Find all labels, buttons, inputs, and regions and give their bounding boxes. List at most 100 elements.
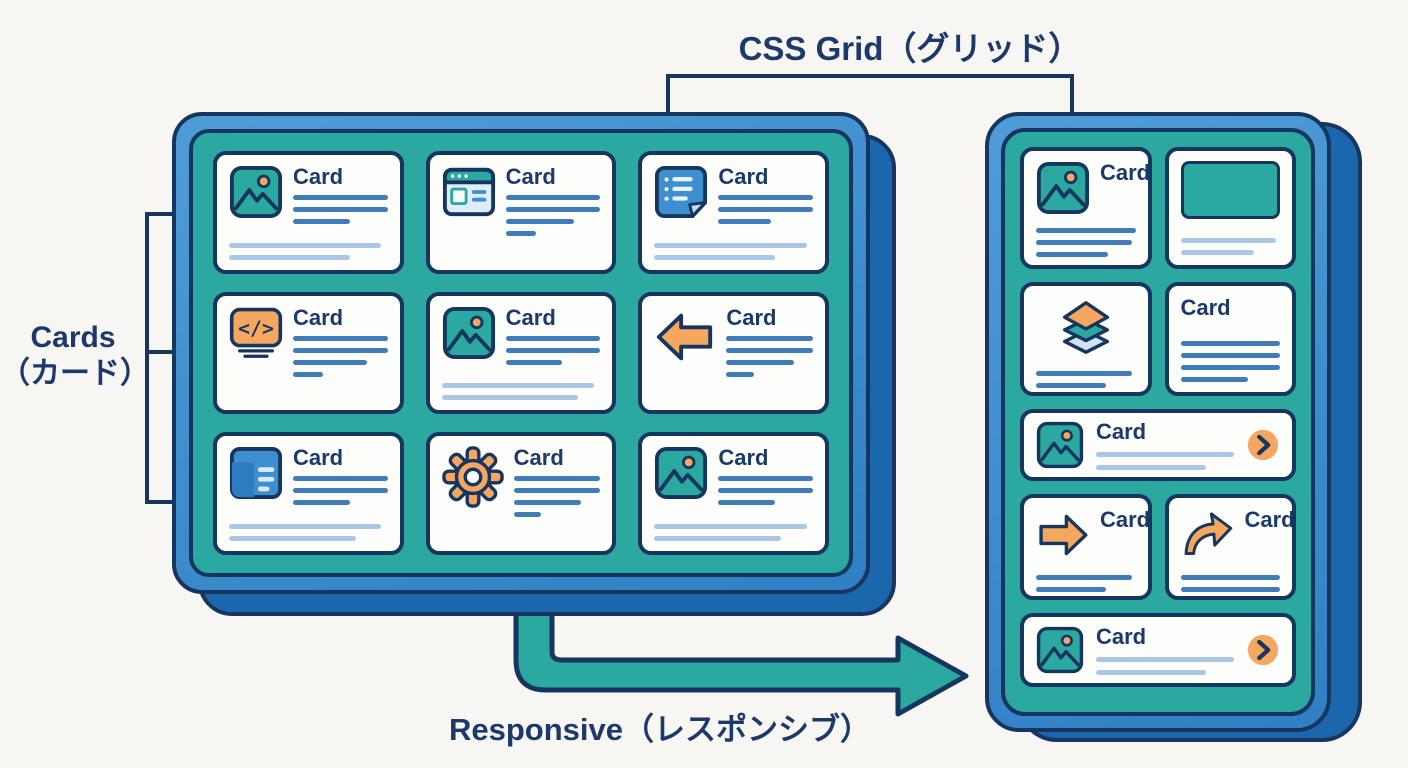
- text-line-placeholder: [726, 371, 755, 377]
- card: </> Card: [213, 291, 404, 415]
- text-line-placeholder: [1036, 383, 1106, 388]
- card: Card: [1020, 494, 1152, 600]
- card-title: Card: [718, 445, 769, 471]
- gear-icon: [441, 446, 504, 509]
- text-line-placeholder: [726, 347, 813, 353]
- text-line-placeholder: [1180, 250, 1255, 255]
- card: Card: [638, 151, 829, 274]
- grid-bracket-left-drop: [666, 74, 670, 118]
- chevron-circle-icon: [1246, 428, 1280, 462]
- text-line-placeholder: [1036, 240, 1132, 245]
- text-line-placeholder: [718, 219, 772, 225]
- image-icon: [1036, 421, 1084, 469]
- cards-label: Cards （カード）: [0, 320, 150, 392]
- text-line-placeholder: [1180, 365, 1280, 370]
- card: Card: [638, 291, 829, 415]
- chevron-circle-icon: [1246, 633, 1280, 667]
- text-line-placeholder: [513, 488, 601, 494]
- card: Card: [213, 432, 404, 555]
- image-icon: [654, 446, 708, 500]
- text-line-placeholder: [718, 488, 813, 494]
- text-line-placeholder: [293, 219, 350, 225]
- note-icon: [654, 165, 708, 219]
- text-line-placeholder: [1036, 228, 1136, 233]
- card: Card: [1020, 409, 1296, 481]
- card-title: Card: [1096, 624, 1147, 650]
- card-title: Card: [293, 164, 344, 189]
- arrow-curved-icon: [1181, 508, 1235, 562]
- text-line-placeholder: [726, 359, 794, 365]
- text-line-placeholder: [293, 488, 388, 494]
- text-line-placeholder: [513, 500, 582, 506]
- arrow-left-icon: [654, 306, 716, 368]
- cards-label-line2: （カード）: [0, 357, 150, 390]
- text-line-placeholder: [505, 219, 574, 225]
- text-line-placeholder: [293, 347, 388, 353]
- card-title: Card: [1096, 419, 1147, 445]
- cards-bracket-tick-bottom: [145, 500, 177, 504]
- text-line-placeholder: [654, 242, 807, 248]
- text-line-placeholder: [293, 371, 324, 377]
- cards-bracket-tick-middle: [145, 350, 177, 354]
- card-title: Card: [718, 164, 769, 189]
- card-title: Card: [293, 445, 344, 471]
- text-line-placeholder: [229, 523, 382, 529]
- text-line-placeholder: [505, 347, 601, 353]
- text-line-placeholder: [1036, 252, 1108, 257]
- card: Card: [213, 151, 404, 274]
- image-icon: [1036, 626, 1084, 674]
- card-title: Card: [1100, 160, 1151, 185]
- cards-bracket-tick-top: [145, 212, 177, 216]
- text-line-placeholder: [229, 535, 356, 541]
- card: Card: [1020, 147, 1152, 269]
- cards-label-line1: Cards: [30, 321, 116, 354]
- layers-icon: [1055, 296, 1117, 358]
- text-line-placeholder: [726, 335, 813, 341]
- text-line-placeholder: [718, 195, 813, 201]
- text-line-placeholder: [1180, 353, 1280, 358]
- text-line-placeholder: [293, 207, 388, 213]
- text-line-placeholder: [1180, 238, 1277, 243]
- text-line-placeholder: [293, 476, 388, 482]
- text-line-placeholder: [505, 207, 601, 213]
- card-title: Card: [1100, 507, 1151, 532]
- card-title: Card: [293, 304, 344, 330]
- text-line-placeholder: [1096, 464, 1207, 470]
- card-title: Card: [505, 304, 556, 330]
- text-line-placeholder: [293, 195, 388, 201]
- text-line-placeholder: [718, 476, 813, 482]
- card-title: Card: [726, 304, 777, 330]
- responsive-label: Responsive（レスポンシブ）: [448, 712, 871, 747]
- text-line-placeholder: [513, 476, 601, 482]
- text-line-placeholder: [293, 500, 350, 506]
- card: Card: [638, 432, 829, 555]
- media-placeholder-rect: [1180, 161, 1280, 219]
- card-title: Card: [1244, 507, 1295, 532]
- text-line-placeholder: [229, 242, 382, 248]
- text-line-placeholder: [505, 359, 563, 365]
- text-line-placeholder: [654, 535, 782, 541]
- text-line-placeholder: [293, 335, 388, 341]
- text-line-placeholder: [1180, 575, 1280, 580]
- card: Card: [425, 432, 617, 555]
- text-line-placeholder: [505, 231, 536, 237]
- text-line-placeholder: [654, 254, 775, 260]
- text-line-placeholder: [293, 359, 367, 365]
- text-line-placeholder: [513, 512, 542, 518]
- card: Card: [1020, 613, 1296, 687]
- text-line-placeholder: [1181, 599, 1253, 600]
- text-line-placeholder: [441, 383, 594, 389]
- svg-text:</>: </>: [238, 316, 274, 339]
- code-icon: </>: [229, 306, 283, 360]
- card-title: Card: [505, 164, 556, 189]
- css-grid-title: CSS Grid（グリッド）: [738, 30, 1082, 67]
- card-title: Card: [1180, 295, 1231, 320]
- arrow-right-icon: [1036, 508, 1090, 562]
- grid-bracket-horizontal: [666, 74, 1074, 78]
- text-line-placeholder: [654, 523, 807, 529]
- text-line-placeholder: [1036, 371, 1132, 376]
